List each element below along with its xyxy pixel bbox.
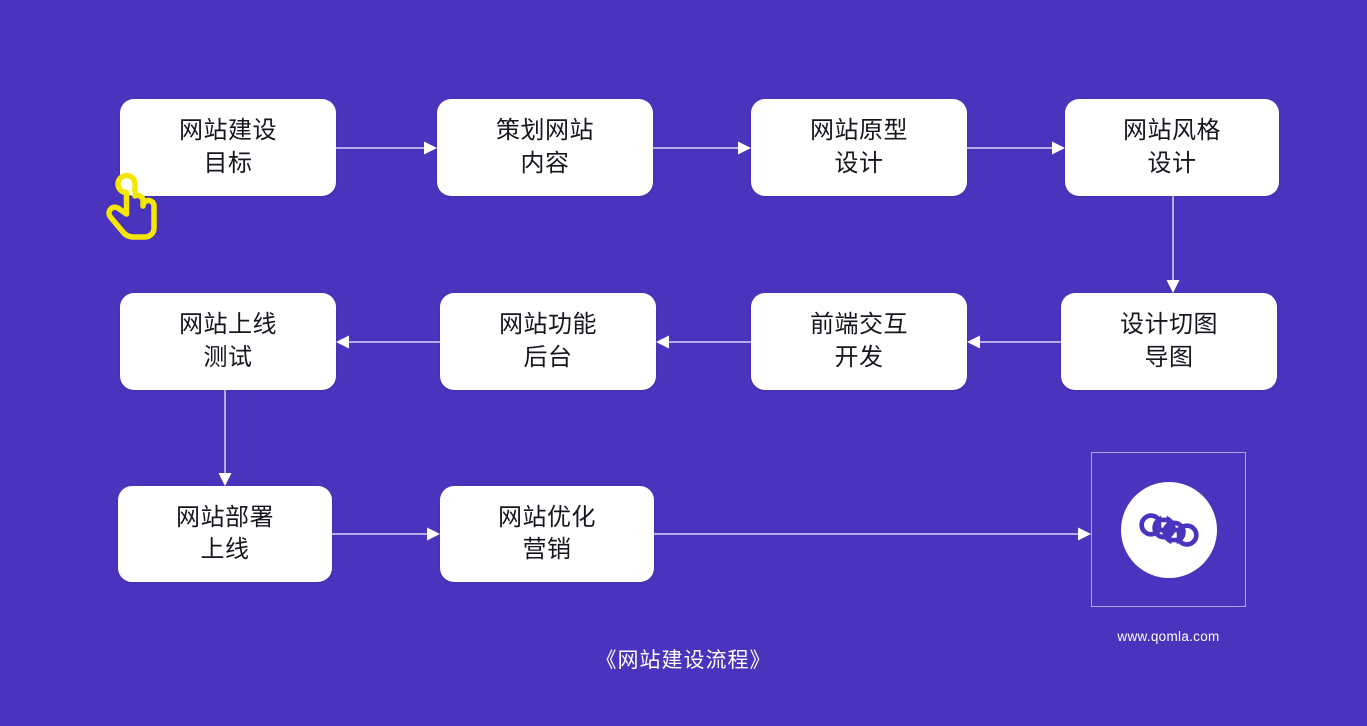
diagram-caption: 《网站建设流程》	[595, 649, 772, 672]
connector-n1-n2	[336, 140, 437, 156]
connector-n8-n9	[217, 390, 233, 486]
connector-n7-n8	[336, 334, 440, 350]
flow-node-line-2: 开发	[834, 343, 884, 371]
flow-node-line-1: 前端交互	[810, 311, 908, 339]
flow-node-line-1: 网站功能	[499, 311, 597, 339]
flow-node-line-1: 网站风格	[1123, 117, 1221, 145]
flow-node-line-1: 策划网站	[496, 117, 594, 145]
flow-node-line-1: 设计切图	[1120, 311, 1218, 339]
flow-node-website-goal[interactable]: 网站建设 目标	[120, 99, 336, 196]
brand-url: www.qomla.com	[1117, 629, 1220, 644]
connector-n2-n3	[653, 140, 751, 156]
flow-node-backend-features[interactable]: 网站功能 后台	[440, 293, 656, 390]
flow-node-line-2: 后台	[523, 343, 573, 371]
flow-node-line-2: 目标	[203, 149, 253, 177]
flow-node-line-2: 上线	[200, 536, 250, 563]
flow-node-line-1: 网站优化	[498, 503, 596, 531]
connector-n6-n7	[656, 334, 751, 350]
connector-n10-logo	[654, 526, 1091, 542]
flow-node-line-1: 网站部署	[176, 503, 274, 531]
flow-node-line-2: 营销	[522, 536, 572, 563]
flow-node-line-1: 网站建设	[179, 117, 277, 145]
connector-n9-n10	[332, 526, 440, 542]
flow-node-line-2: 测试	[203, 343, 253, 371]
flow-node-design-slicing[interactable]: 设计切图 导图	[1061, 293, 1277, 390]
connector-n5-n6	[967, 334, 1061, 350]
connector-n3-n4	[967, 140, 1065, 156]
flow-node-line-2: 导图	[1144, 343, 1194, 371]
flow-node-line-2: 设计	[834, 149, 884, 177]
brand-logo-frame	[1091, 452, 1246, 607]
flow-node-style-design[interactable]: 网站风格 设计	[1065, 99, 1279, 196]
flow-node-line-2: 设计	[1147, 149, 1197, 177]
flow-node-plan-content[interactable]: 策划网站 内容	[437, 99, 653, 196]
qomla-clover-knot-logo	[1120, 481, 1217, 578]
flow-node-launch-testing[interactable]: 网站上线 测试	[120, 293, 336, 390]
connector-n4-n5	[1165, 196, 1181, 293]
flow-node-line-1: 网站原型	[810, 117, 908, 145]
flow-node-frontend-dev[interactable]: 前端交互 开发	[751, 293, 967, 390]
flow-node-line-1: 网站上线	[179, 311, 277, 339]
flow-node-line-2: 内容	[520, 149, 570, 177]
flow-node-prototype-design[interactable]: 网站原型 设计	[751, 99, 967, 196]
flow-node-optimize-marketing[interactable]: 网站优化 营销	[440, 486, 654, 582]
flow-node-deploy-online[interactable]: 网站部署 上线	[118, 486, 332, 582]
